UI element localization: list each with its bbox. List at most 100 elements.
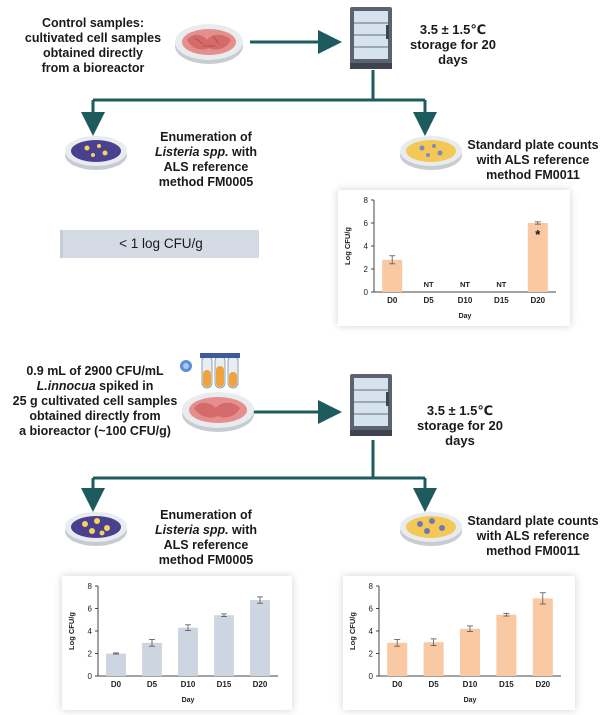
spc2-line-3: method FM0011 bbox=[486, 544, 580, 558]
spc2-line-2: with ALS reference bbox=[476, 529, 590, 543]
spike-line-1: 0.9 mL of 2900 CFU/mL bbox=[26, 364, 164, 378]
y-tick-label: 6 bbox=[369, 605, 374, 614]
refrigerator-icon-2 bbox=[350, 374, 392, 436]
spike-line-5: a bioreactor (~100 CFU/g) bbox=[19, 424, 171, 438]
x-tick-label: D15 bbox=[494, 296, 509, 305]
x-tick-label: D5 bbox=[147, 680, 158, 689]
x-tick-label: D15 bbox=[217, 680, 232, 689]
y-tick-label: 0 bbox=[88, 672, 93, 681]
y-tick-label: 2 bbox=[369, 650, 374, 659]
y-tick-label: 0 bbox=[369, 672, 374, 681]
bar bbox=[382, 259, 403, 292]
enumeration-label: Enumeration of Listeria spp. with ALS re… bbox=[146, 130, 266, 190]
y-tick-label: 2 bbox=[364, 265, 369, 274]
y-tick-label: 2 bbox=[88, 650, 93, 659]
refrigerator-icon bbox=[350, 7, 392, 69]
bar-label: NT bbox=[496, 280, 506, 289]
spiking-setup-icon bbox=[180, 353, 254, 432]
y-tick-label: 0 bbox=[364, 288, 369, 297]
bar bbox=[496, 614, 517, 676]
x-tick-label: D0 bbox=[392, 680, 403, 689]
spike-line-4: obtained directly from bbox=[29, 409, 161, 423]
control-line-3: obtained directly bbox=[42, 46, 144, 60]
control-line-4: from a bioreactor bbox=[41, 61, 145, 75]
y-tick-label: 8 bbox=[88, 582, 93, 591]
y-axis-label: Log CFU/g bbox=[343, 227, 352, 265]
y-tick-label: 8 bbox=[369, 582, 374, 591]
storage-label-2: 3.5 ± 1.5℃ storage for 20 days bbox=[405, 403, 515, 448]
y-tick-label: 6 bbox=[88, 605, 93, 614]
test-tubes-icon bbox=[200, 353, 240, 389]
spc-label: Standard plate counts with ALS reference… bbox=[466, 138, 600, 183]
bar bbox=[214, 615, 234, 676]
bar bbox=[387, 642, 408, 676]
enum2-with: with bbox=[228, 523, 258, 537]
control-line-1: Control samples: bbox=[41, 16, 145, 30]
enum2-line-4: method FM0005 bbox=[158, 553, 254, 567]
bar-label: NT bbox=[424, 280, 434, 289]
x-tick-label: D5 bbox=[428, 680, 439, 689]
y-tick-label: 4 bbox=[364, 242, 369, 251]
enum-with: with bbox=[228, 145, 258, 159]
enum2-line-1: Enumeration of bbox=[160, 508, 252, 522]
x-tick-label: D15 bbox=[499, 680, 514, 689]
y-tick-label: 4 bbox=[88, 627, 93, 636]
y-tick-label: 8 bbox=[364, 196, 369, 205]
x-axis-label: Day bbox=[459, 313, 472, 320]
storage-label: 3.5 ± 1.5℃ storage for 20 days bbox=[398, 22, 508, 67]
storage-temp-2: 3.5 ± 1.5℃ bbox=[426, 403, 494, 418]
significance-marker: * bbox=[535, 227, 541, 242]
x-tick-label: D20 bbox=[253, 680, 268, 689]
bar bbox=[527, 223, 548, 292]
listeria-dish-icon bbox=[65, 136, 127, 170]
meat-dish-icon bbox=[175, 24, 243, 64]
x-tick-label: D20 bbox=[535, 680, 550, 689]
bar bbox=[423, 642, 444, 676]
bar bbox=[459, 628, 481, 676]
bar bbox=[106, 653, 126, 676]
x-tick-label: D10 bbox=[181, 680, 196, 689]
enum-line-1: Enumeration of bbox=[160, 130, 252, 144]
listeria-dish-icon-2 bbox=[65, 512, 127, 546]
x-axis-label: Day bbox=[464, 697, 477, 704]
storage-temp: 3.5 ± 1.5℃ bbox=[419, 22, 487, 37]
control-samples-label: Control samples: cultivated cell samples… bbox=[18, 16, 168, 76]
x-tick-label: D5 bbox=[423, 296, 434, 305]
y-tick-label: 6 bbox=[364, 219, 369, 228]
result-banner: < 1 log CFU/g bbox=[60, 230, 259, 258]
enum-line-3: ALS reference bbox=[163, 160, 249, 174]
bar bbox=[532, 598, 553, 676]
storage-duration: storage for 20 days bbox=[410, 37, 496, 67]
enum2-genus: Listeria spp. bbox=[154, 523, 229, 537]
x-tick-label: D20 bbox=[530, 296, 545, 305]
spike-line-3: 25 g cultivated cell samples bbox=[12, 394, 178, 408]
spc-line-1: Standard plate counts bbox=[467, 138, 599, 152]
enumeration-label-2: Enumeration of Listeria spp. with ALS re… bbox=[146, 508, 266, 568]
x-tick-label: D0 bbox=[387, 296, 398, 305]
spc-line-2: with ALS reference bbox=[476, 153, 590, 167]
spike-line-2: spiked in bbox=[95, 379, 154, 393]
enum-line-4: method FM0005 bbox=[158, 175, 254, 189]
x-tick-label: D0 bbox=[111, 680, 122, 689]
bar bbox=[250, 600, 270, 676]
spc-line-3: method FM0011 bbox=[486, 168, 580, 182]
control-line-2: cultivated cell samples bbox=[24, 31, 162, 45]
y-tick-label: 4 bbox=[369, 627, 374, 636]
storage-duration-2: storage for 20 days bbox=[417, 418, 503, 448]
y-axis-label: Log CFU/g bbox=[67, 612, 76, 650]
spc2-line-1: Standard plate counts bbox=[467, 514, 599, 528]
y-axis-label: Log CFU/g bbox=[348, 612, 357, 650]
spc-label-2: Standard plate counts with ALS reference… bbox=[466, 514, 600, 559]
bar bbox=[178, 627, 198, 676]
spc-dish-icon-2 bbox=[400, 512, 462, 546]
enum-genus: Listeria spp. bbox=[154, 145, 229, 159]
spc-dish-icon bbox=[400, 136, 462, 170]
x-tick-label: D10 bbox=[463, 680, 478, 689]
